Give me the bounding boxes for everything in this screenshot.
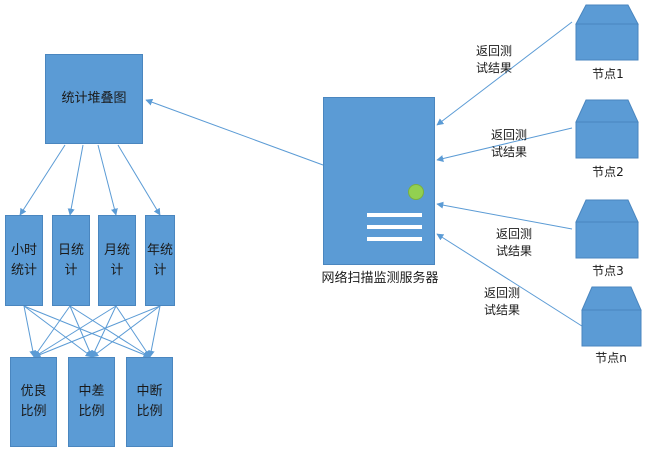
- arrow-stack-to-day: [67, 144, 84, 216]
- stat-to-ratio-mesh: [23, 305, 161, 358]
- node-n-shape: [581, 286, 642, 347]
- stat-label-day: 日统 计: [57, 242, 84, 278]
- arrow-noden-to-server: [436, 233, 586, 329]
- server-slot-icon: [367, 237, 422, 241]
- return-label-node3: 返回测 试结果: [495, 227, 532, 258]
- stat-box-day: 日统 计: [52, 215, 90, 306]
- node-2-shape: [575, 99, 639, 159]
- arrow-stack-to-hour: [19, 144, 66, 216]
- stat-box-hour: 小时 统计: [5, 215, 43, 306]
- ratio-label-interrupt: 中断 比例: [136, 384, 163, 419]
- node-3-label: 节点3: [592, 264, 624, 278]
- ratio-label-poor: 中差 比例: [78, 384, 105, 419]
- arrow-node2-to-server: [436, 127, 573, 162]
- stat-box-month: 月统 计: [98, 215, 136, 306]
- stat-label-month: 月统 计: [103, 242, 130, 278]
- stats-stack-box: 统计堆叠图: [45, 54, 143, 144]
- arrow-stack-to-year: [117, 144, 161, 216]
- server-slot-icon: [367, 225, 422, 229]
- arrow-stack-to-month: [97, 144, 118, 216]
- return-label-node2: 返回测 试结果: [490, 128, 527, 159]
- ratio-label-good: 优良 比例: [20, 384, 47, 419]
- server-slot-icon: [367, 213, 422, 217]
- arrow-server-to-stats-stack: [145, 98, 324, 166]
- server-box: [323, 97, 435, 265]
- status-dot-icon: [408, 184, 424, 200]
- node-2-label: 节点2: [592, 165, 624, 179]
- stat-box-year: 年统 计: [145, 215, 175, 306]
- node-n-label: 节点n: [595, 351, 627, 365]
- stats-stack-label: 统计堆叠图: [61, 91, 127, 106]
- node-1-label: 节点1: [592, 67, 624, 81]
- server-label: 网络扫描监测服务器: [321, 271, 439, 286]
- ratio-box-poor: 中差 比例: [68, 357, 115, 447]
- arrow-node1-to-server: [436, 21, 573, 126]
- ratio-box-interrupt: 中断 比例: [126, 357, 173, 447]
- node-1-shape: [575, 4, 639, 61]
- ratio-box-good: 优良 比例: [10, 357, 57, 447]
- return-label-noden: 返回测 试结果: [483, 286, 520, 317]
- stat-label-year: 年统 计: [146, 242, 173, 278]
- arrow-node3-to-server: [436, 201, 573, 230]
- return-label-node1: 返回测 试结果: [475, 44, 512, 75]
- node-3-shape: [575, 199, 639, 259]
- stat-label-hour: 小时 统计: [10, 242, 37, 278]
